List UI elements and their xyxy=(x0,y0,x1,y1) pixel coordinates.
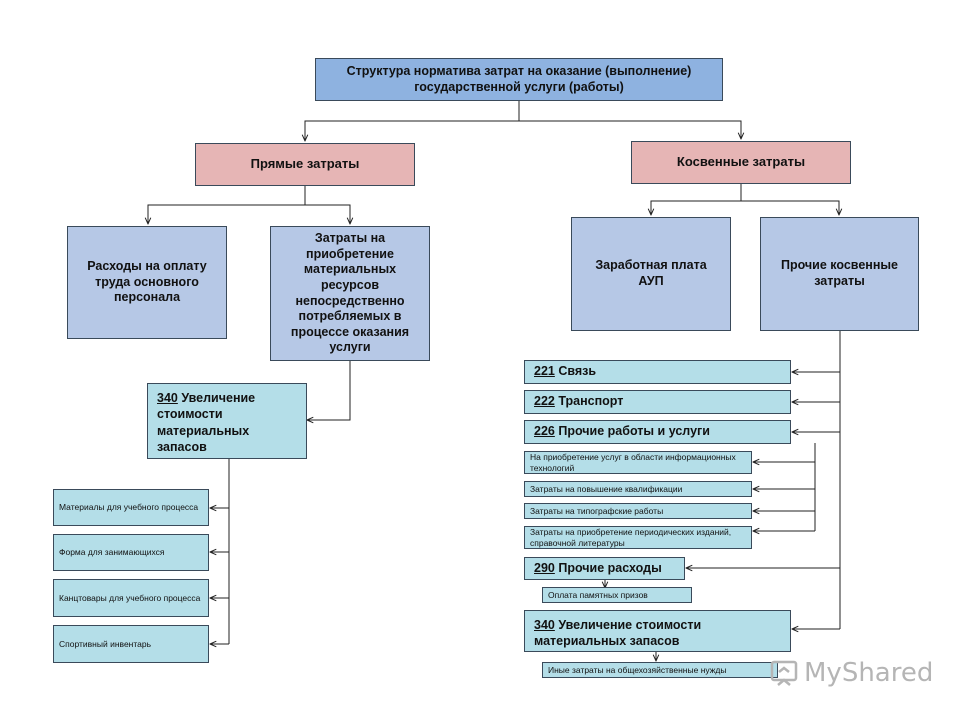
sub290-label: Оплата памятных призов xyxy=(548,589,648,600)
labor-costs-box: Расходы на оплату труда основного персон… xyxy=(67,226,227,339)
other-indirect-box: Прочие косвенные затраты xyxy=(760,217,919,331)
code-340-left-number: 340 xyxy=(157,391,178,405)
left-item-uniform: Форма для занимающихся xyxy=(53,534,209,571)
other-indirect-label: Прочие косвенные затраты xyxy=(780,258,899,288)
sub226-periodicals: Затраты на приобретение периодических из… xyxy=(524,526,752,549)
aup-salary-label: Заработная плата АУП xyxy=(595,258,707,288)
code-221-number: 221 xyxy=(534,364,555,379)
code-340-left-box: 340 Увеличение стоимости материальных за… xyxy=(147,383,307,459)
code-340-left-label: Увеличение стоимости материальных запасо… xyxy=(157,391,256,454)
sub226-label: Затраты на приобретение периодических из… xyxy=(530,527,732,548)
code-222-label: Транспорт xyxy=(558,394,624,409)
structure-title-text: Структура норматива затрат на оказание (… xyxy=(346,63,692,94)
sub226-label: Затраты на типографские работы xyxy=(530,505,664,516)
direct-costs-label: Прямые затраты xyxy=(250,156,360,172)
code-340-right-label: Увеличение стоимости материальных запасо… xyxy=(534,618,702,649)
code-222-box: 222 Транспорт xyxy=(524,390,791,414)
code-221-label: Связь xyxy=(558,364,597,379)
code-226-box: 226 Прочие работы и услуги xyxy=(524,420,791,444)
code-340-left-text: 340 Увеличение стоимости материальных за… xyxy=(157,390,298,455)
code-226-label: Прочие работы и услуги xyxy=(558,424,710,439)
watermark-text: MyShared xyxy=(804,658,934,688)
sub226-qualification: Затраты на повышение квалификации xyxy=(524,481,752,497)
left-item-label: Материалы для учебного процесса xyxy=(59,502,199,513)
indirect-costs-box: Косвенные затраты xyxy=(631,141,851,184)
material-resources-box: Затраты на приобретение материальных рес… xyxy=(270,226,430,361)
code-290-label: Прочие расходы xyxy=(558,560,662,575)
code-290-text: 290 Прочие расходы xyxy=(534,561,662,577)
code-340-right-box: 340 Увеличение стоимости материальных за… xyxy=(524,610,791,652)
watermark: MyShared xyxy=(770,655,950,691)
sub340-household-needs: Иные затраты на общехозяйственные нужды xyxy=(542,662,778,678)
code-222-number: 222 xyxy=(534,394,555,409)
left-item-label: Спортивный инвентарь xyxy=(59,638,152,649)
structure-title-box: Структура норматива затрат на оказание (… xyxy=(315,58,723,101)
sub226-printing: Затраты на типографские работы xyxy=(524,503,752,519)
left-item-materials: Материалы для учебного процесса xyxy=(53,489,209,526)
material-resources-label: Затраты на приобретение материальных рес… xyxy=(290,231,410,355)
code-221-text: 221 Связь xyxy=(534,364,596,380)
code-290-number: 290 xyxy=(534,560,555,575)
code-221-box: 221 Связь xyxy=(524,360,791,384)
code-226-number: 226 xyxy=(534,424,555,439)
sub226-label: Затраты на повышение квалификации xyxy=(530,483,683,494)
labor-costs-label: Расходы на оплату труда основного персон… xyxy=(87,259,207,305)
sub226-label: На приобретение услуг в области информац… xyxy=(530,452,736,473)
sub340-label: Иные затраты на общехозяйственные нужды xyxy=(548,664,727,675)
indirect-costs-label: Косвенные затраты xyxy=(676,154,806,170)
direct-costs-box: Прямые затраты xyxy=(195,143,415,186)
left-item-label: Форма для занимающихся xyxy=(59,547,165,558)
sub226-it-services: На приобретение услуг в области информац… xyxy=(524,451,752,474)
sub290-prizes: Оплата памятных призов xyxy=(542,587,692,603)
left-item-stationery: Канцтовары для учебного процесса xyxy=(53,579,209,617)
left-item-label: Канцтовары для учебного процесса xyxy=(59,592,201,603)
code-340-right-text: 340 Увеличение стоимости материальных за… xyxy=(534,617,782,650)
code-290-box: 290 Прочие расходы xyxy=(524,557,685,580)
code-222-text: 222 Транспорт xyxy=(534,394,623,410)
left-item-sports-equipment: Спортивный инвентарь xyxy=(53,625,209,663)
code-340-right-number: 340 xyxy=(534,618,555,632)
code-226-text: 226 Прочие работы и услуги xyxy=(534,424,710,440)
aup-salary-box: Заработная плата АУП xyxy=(571,217,731,331)
presentation-icon xyxy=(770,660,798,686)
